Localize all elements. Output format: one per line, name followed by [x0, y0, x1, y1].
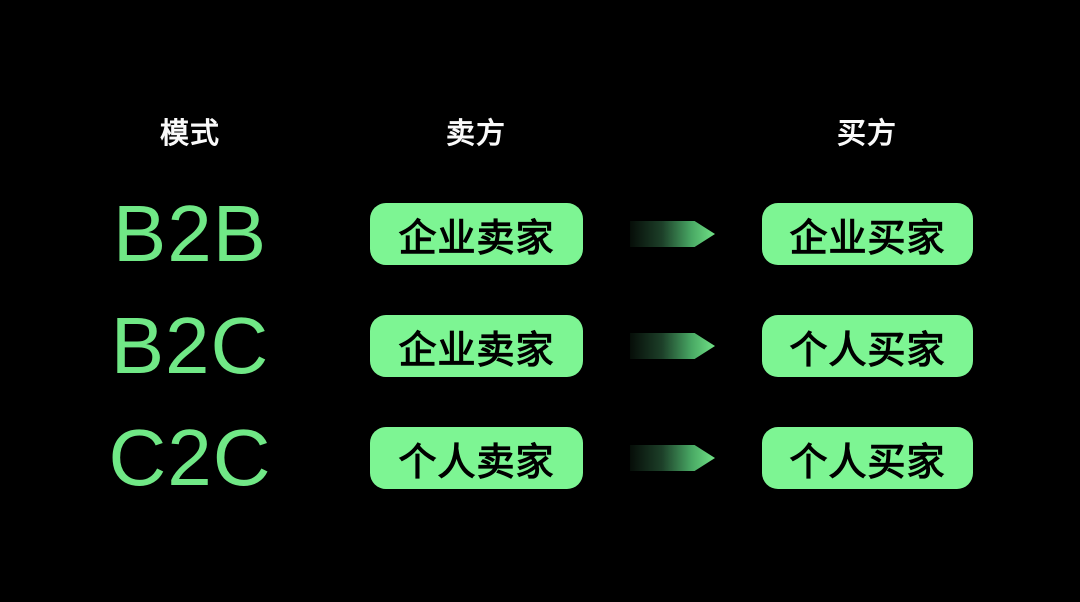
arrow-right-icon: [630, 333, 715, 359]
seller-box: 企业卖家: [370, 315, 583, 377]
mode-label: C2C: [108, 413, 272, 502]
buyer-box: 个人买家: [762, 315, 973, 377]
column-header-seller: 卖方: [445, 118, 506, 150]
buyer-box-label: 个人买家: [789, 329, 946, 372]
arrow-right-icon: [630, 445, 715, 471]
seller-box: 企业卖家: [370, 203, 583, 265]
model-row-b2b: B2B 企业卖家 企业买家: [0, 189, 1080, 278]
column-header-mode: 模式: [159, 118, 220, 150]
buyer-box: 企业买家: [762, 203, 973, 265]
mode-label: B2C: [110, 301, 270, 390]
buyer-box-label: 企业买家: [789, 217, 946, 260]
model-row-b2c: B2C 企业卖家 个人买家: [0, 301, 1080, 390]
mode-label: B2B: [112, 189, 268, 278]
seller-box-label: 个人卖家: [398, 441, 555, 484]
seller-box: 个人卖家: [370, 427, 583, 489]
seller-box-label: 企业卖家: [398, 329, 555, 372]
column-header-buyer: 买方: [836, 118, 897, 150]
arrow-right-icon: [630, 221, 715, 247]
buyer-box: 个人买家: [762, 427, 973, 489]
seller-box-label: 企业卖家: [398, 217, 555, 260]
buyer-box-label: 个人买家: [789, 441, 946, 484]
model-row-c2c: C2C 个人卖家 个人买家: [0, 413, 1080, 502]
